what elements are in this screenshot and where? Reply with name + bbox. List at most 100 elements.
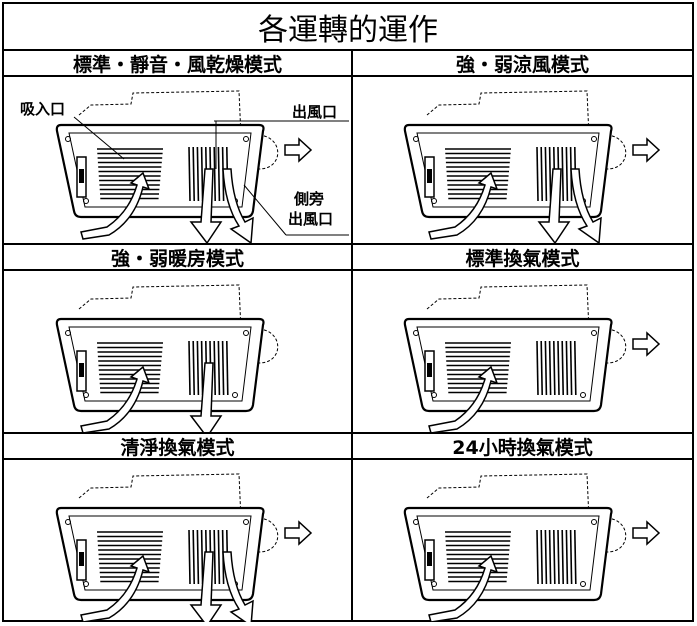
grille-slat — [565, 529, 569, 585]
grille-slat — [561, 146, 564, 202]
grille-slat — [196, 146, 200, 202]
intake-arrow-icon — [80, 365, 151, 432]
grille-slat — [540, 340, 543, 396]
control-indicator — [427, 363, 432, 377]
duct-connection — [258, 328, 279, 364]
duct-connection — [258, 517, 279, 553]
unit-diagram — [403, 473, 661, 622]
screw-icon — [65, 330, 71, 336]
grille-slat — [540, 529, 543, 585]
screw-icon — [591, 519, 597, 525]
screw-icon — [243, 136, 249, 142]
intake-arrow-icon — [428, 554, 499, 622]
screw-icon — [431, 392, 437, 398]
grille-slat — [213, 340, 216, 396]
duct-outline — [78, 90, 242, 138]
grille-slat — [196, 340, 200, 396]
unit-diagram — [403, 90, 661, 243]
screw-icon — [83, 198, 89, 204]
column-divider — [351, 51, 353, 622]
unit-diagram — [55, 284, 279, 432]
grille-slat — [561, 340, 564, 396]
unit — [55, 90, 313, 243]
side-outlet-label-line1: 側旁 — [294, 190, 325, 208]
mode-label: 標準換氣模式 — [353, 245, 692, 271]
outlet-grille — [536, 529, 577, 585]
grille-slat — [557, 340, 560, 396]
duct-outline — [426, 90, 590, 138]
grille-slat — [574, 340, 577, 396]
intake-grille — [97, 342, 163, 394]
grille-slat — [565, 146, 569, 202]
screw-icon — [65, 136, 71, 142]
side-outlet-label-line2: 出風口 — [288, 210, 334, 228]
outlet-down-arrow-icon — [189, 362, 223, 432]
outlet-down-arrow-icon — [189, 551, 223, 622]
screw-icon — [232, 392, 238, 398]
duct-connection — [606, 328, 627, 364]
duct-connection — [606, 517, 627, 553]
grille-slat — [569, 529, 573, 585]
control-indicator — [427, 552, 432, 566]
outlet-down-arrow-icon — [189, 168, 223, 243]
screw-icon — [83, 581, 89, 587]
grille-slat — [574, 529, 577, 585]
unit-diagram — [55, 90, 349, 243]
grille-slat — [544, 146, 548, 202]
grille-slat — [200, 529, 204, 585]
grille-slat — [196, 529, 200, 585]
side-outlet-leader-line — [243, 184, 287, 236]
screw-icon — [243, 519, 249, 525]
unit-diagram — [55, 473, 313, 622]
page-title: 各運轉的運作 — [4, 4, 692, 51]
mode-cell-ventilation: 標準換氣模式 — [353, 245, 692, 432]
grille-slat — [188, 529, 191, 585]
grille-slat — [217, 529, 221, 585]
exhaust-arrow-icon — [632, 520, 661, 546]
duct-connection — [606, 134, 627, 170]
unit — [403, 90, 661, 243]
outlet-down-arrow-icon — [537, 168, 571, 243]
screw-icon — [431, 581, 437, 587]
mode-label: 強・弱涼風模式 — [353, 51, 692, 77]
mode-label: 標準・靜音・風乾燥模式 — [4, 51, 351, 77]
unit — [403, 284, 661, 432]
mode-cell-standard-quiet-dry: 標準・靜音・風乾燥模式 吸入口 出風口 側旁 出風口 — [4, 51, 351, 243]
duct-connection — [258, 134, 279, 170]
duct-outline — [78, 473, 242, 521]
grille-slat — [553, 529, 556, 585]
grille-slat — [217, 146, 221, 202]
grille-slat — [548, 146, 552, 202]
side-outlet-arrow-icon — [222, 168, 254, 243]
grille-slat — [548, 340, 552, 396]
mode-label: 清淨換氣模式 — [4, 434, 351, 460]
duct-outline — [78, 284, 242, 332]
grille-slat — [553, 340, 556, 396]
grille-slat — [536, 146, 539, 202]
intake-arrow-icon — [428, 365, 499, 432]
grille-slat — [536, 529, 539, 585]
row-divider — [4, 243, 692, 245]
control-indicator — [79, 169, 84, 183]
mode-cell-heat: 強・弱暖房模式 — [4, 245, 351, 432]
duct-outline — [426, 473, 590, 521]
screw-icon — [413, 136, 419, 142]
grille-slat — [561, 529, 564, 585]
exhaust-arrow-icon — [632, 137, 661, 163]
grille-slat — [188, 340, 191, 396]
side-outlet-arrow-icon — [570, 168, 602, 243]
unit — [403, 473, 661, 622]
mode-cell-clean-ventilation: 清淨換氣模式 — [4, 434, 351, 622]
screw-icon — [65, 519, 71, 525]
intake-arrow-icon — [80, 171, 151, 240]
grille-slat — [544, 529, 548, 585]
grille-slat — [213, 529, 216, 585]
grille-slat — [544, 340, 548, 396]
grille-slat — [226, 340, 229, 396]
intake-arrow-icon — [428, 171, 499, 240]
duct-outline — [426, 284, 590, 332]
row-divider — [4, 432, 692, 434]
exhaust-arrow-icon — [284, 137, 313, 163]
screw-icon — [243, 330, 249, 336]
